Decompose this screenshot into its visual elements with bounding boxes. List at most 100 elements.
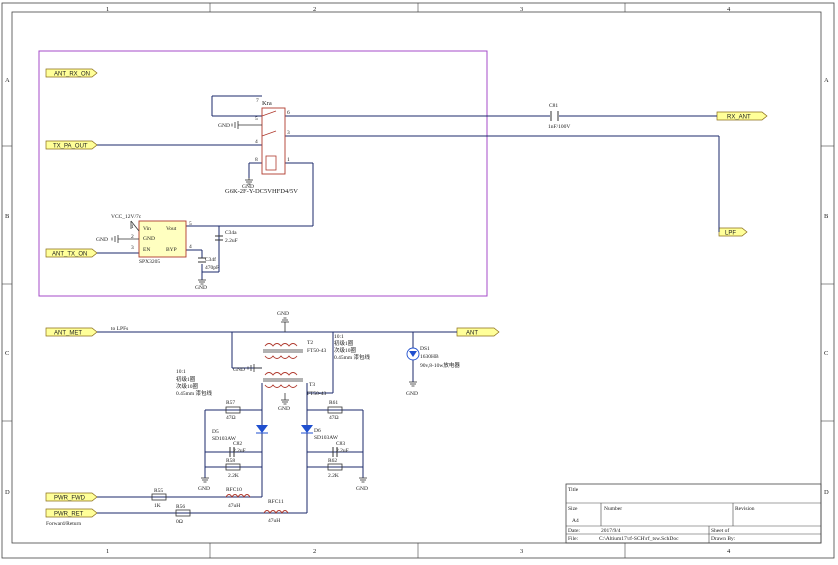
gnd-label: GND	[242, 184, 254, 190]
resistor-designator: R57	[226, 400, 235, 406]
gnd-symbol: GND	[198, 477, 210, 492]
resistor-value: 47Ω	[329, 415, 339, 421]
spark-gap-designator: DS1	[420, 346, 430, 352]
regulator-spx3205[interactable]: Vin GND EN BYP Vout 1 2 3 4 5 SPX3205 VC…	[96, 214, 192, 265]
capacitor-value: 2.2uF	[225, 238, 238, 244]
resistor-value: 2.2K	[228, 473, 239, 479]
column-label-bottom: 3	[520, 548, 523, 555]
note-to-lpfs: to LPFs	[111, 326, 128, 332]
relay-section-frame	[38, 50, 488, 297]
row-label-right: B	[824, 213, 829, 220]
gnd-symbol: GND	[278, 393, 290, 412]
transformer-note: 0.45mm 漆包线	[176, 389, 213, 397]
revision-label: Revision	[735, 506, 755, 512]
gnd-symbol: GND	[233, 364, 262, 373]
resistor-designator: R62	[328, 458, 337, 464]
regulator-pin-name: Vout	[166, 226, 177, 232]
diode-part: SD103AW	[314, 435, 339, 441]
transformer-t3[interactable]: T3 FT50-43 10:1 初级1圈 次级10圈 0.45mm 漆包线	[176, 369, 327, 397]
column-label-top: 4	[727, 6, 731, 13]
port-label: ANT_RX_ON	[54, 72, 90, 78]
resistor-value: 0Ω	[176, 519, 183, 525]
row-label-right: A	[824, 77, 829, 84]
capacitor-c82[interactable]: C82 2.2uF	[229, 441, 246, 457]
port-label: TX_PA_OUT	[53, 144, 88, 150]
date-value: 2017/9/4	[601, 528, 621, 534]
gnd-label: GND	[96, 237, 108, 243]
port-pwr-ret[interactable]: PWR_RET	[45, 508, 98, 518]
capacitor-c83[interactable]: C83 2.2uF	[332, 441, 349, 457]
column-label-bottom: 1	[106, 548, 109, 555]
column-label-bottom: 2	[313, 548, 316, 555]
column-label-bottom: 4	[727, 548, 731, 555]
resistor-r56[interactable]: R56 0Ω	[175, 504, 191, 525]
gnd-label: GND	[406, 391, 418, 397]
resistor-designator: R58	[226, 458, 235, 464]
note-forward-return: Forward/Return	[46, 521, 81, 527]
row-label-right: C	[824, 350, 828, 357]
port-ant-tx-on[interactable]: ANT_TX_ON	[45, 248, 98, 258]
regulator-pin-number: 2	[131, 234, 134, 240]
transformer-ratio: 10:1	[334, 334, 344, 340]
gnd-label: GND	[218, 123, 230, 129]
diode-d6[interactable]: D6 SD103AW	[301, 425, 339, 441]
gnd-label: GND	[277, 311, 289, 317]
capacitor-designator: C81	[549, 103, 558, 109]
inductor-rfc10[interactable]: RFC10 47uH	[225, 487, 251, 509]
diode-designator: D5	[212, 429, 219, 435]
port-tx-pa-out[interactable]: TX_PA_OUT	[45, 140, 98, 150]
gnd-label: GND	[278, 406, 290, 412]
resistor-r62[interactable]: R62 2.2K	[327, 458, 343, 479]
gnd-label: GND	[356, 486, 368, 492]
inductor-designator: RFC10	[226, 487, 242, 493]
port-ant-rx-on[interactable]: ANT_RX_ON	[45, 68, 98, 78]
transformer-note: 次级10圈	[334, 346, 357, 354]
capacitor-c81[interactable]: C81 1nF/100V	[548, 103, 570, 130]
row-label-left: A	[5, 77, 10, 84]
relay-kra[interactable]: Kra 7 5 6 3 4 8 1 G6K-2F-Y-DC5VHFD4/5V	[225, 98, 298, 195]
regulator-pin-number: 4	[189, 244, 192, 250]
transformer-note: 初级1圈	[176, 375, 196, 383]
inductor-rfc11[interactable]: RFC11 47uH	[263, 499, 289, 524]
title-block: Title Size A4 Number Revision Date: 2017…	[565, 483, 822, 544]
relay-pin: 4	[255, 139, 258, 145]
gnd-symbol: GND	[195, 279, 207, 291]
relay-part-number: G6K-2F-Y-DC5VHFD4/5V	[225, 188, 298, 195]
regulator-pin-name: EN	[143, 247, 150, 253]
port-lpf[interactable]: LPF	[718, 227, 748, 237]
column-label-top: 3	[520, 6, 523, 13]
port-ant[interactable]: ANT	[456, 327, 500, 337]
capacitor-designator: C82	[233, 441, 242, 447]
resistor-r55[interactable]: R55 1K	[151, 488, 167, 509]
gnd-symbol: GND	[406, 381, 418, 397]
spark-gap-ds1[interactable]: DS1 1630HB 90v,8-10w放电器	[406, 346, 460, 369]
relay-wires	[97, 95, 720, 280]
diode-d5[interactable]: D5 SD103AW	[212, 425, 268, 442]
capacitor-value: 2.2uF	[233, 448, 246, 454]
resistor-r61[interactable]: R61 47Ω	[327, 400, 343, 421]
resistor-r57[interactable]: R57 47Ω	[225, 400, 241, 421]
capacitor-designator: C83	[336, 441, 345, 447]
resistor-r58[interactable]: R58 2.2K	[225, 458, 241, 479]
resistor-value: 2.2K	[328, 473, 339, 479]
port-label: LPF	[725, 231, 736, 237]
drawn-by-label: Drawn By:	[711, 536, 736, 542]
date-label: Date:	[568, 528, 580, 534]
port-pwr-fwd[interactable]: PWR_FWD	[45, 492, 98, 502]
inductor-designator: RFC11	[268, 499, 284, 505]
port-rx-ant[interactable]: RX_ANT	[716, 111, 768, 121]
regulator-part: SPX3205	[139, 259, 160, 265]
port-label: ANT_MET	[54, 331, 82, 337]
transformer-t2[interactable]: T2 FT50-43 10:1 初级1圈 次级10圈 0.45mm 漆包线	[263, 334, 371, 361]
gnd-symbol: GND	[277, 311, 289, 332]
file-label: File:	[568, 536, 579, 542]
port-ant-met[interactable]: ANT_MET	[45, 327, 98, 337]
capacitor-c34f[interactable]: C34f 470pF	[198, 256, 219, 271]
relay-pin: 1	[287, 157, 290, 163]
transformer-note: 0.45mm 漆包线	[334, 353, 371, 361]
capacitor-c34a[interactable]: C34a 2.2uF	[215, 230, 238, 244]
regulator-pin-name: GND	[143, 236, 155, 242]
inductor-value: 47uH	[228, 503, 240, 509]
capacitor-designator: C34a	[225, 230, 237, 236]
